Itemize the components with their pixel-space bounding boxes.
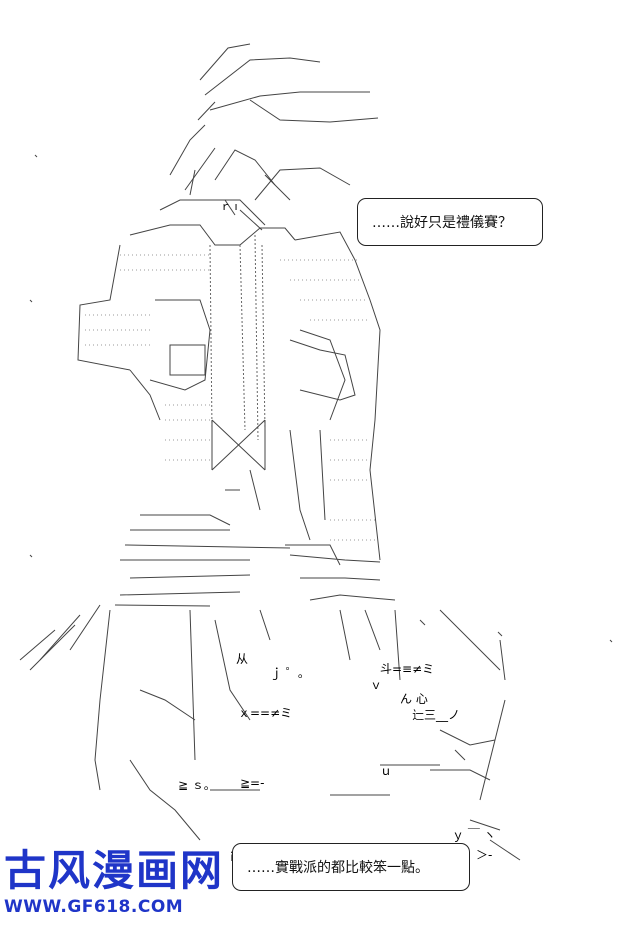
art-lettering-8: 斗=≡≠ミ (380, 662, 435, 676)
speech-bubble-bottom: ……實戰派的都比較笨一點。 (232, 843, 470, 891)
art-lettering-7: 辷三__ノ (412, 708, 461, 722)
art-lettering-11: ≧=- (240, 776, 265, 790)
art-lettering-6: ん 心 (400, 692, 428, 706)
art-lettering-1: ｒ ı (220, 200, 238, 213)
watermark-title: 古风漫画网 (4, 846, 225, 895)
art-lettering-4: 从 (236, 652, 249, 666)
art-lettering-5: ｖ (370, 678, 383, 692)
speech-text-bottom: ……實戰派的都比較笨一點。 (247, 860, 429, 876)
art-lettering-3: ｊ ゜。 (270, 666, 310, 680)
art-lettering-12: ｕ (380, 764, 393, 778)
speech-text-top: ……說好只是禮儀賽？ (372, 215, 512, 231)
watermark-url: WWW.GF618.COM (4, 897, 184, 917)
art-lettering-10: ≧ ｓ｡ (178, 778, 210, 792)
art-lettering-9: ｘ==≠ミ (238, 706, 293, 720)
art-lettering-14: ｙ ￣ ヽ (452, 828, 496, 842)
art-lettering-15: ＞- (476, 848, 493, 862)
speech-bubble-top: ……說好只是禮儀賽？ (357, 198, 543, 246)
site-watermark: 古风漫画网 WWW.GF618.COM (4, 846, 224, 918)
